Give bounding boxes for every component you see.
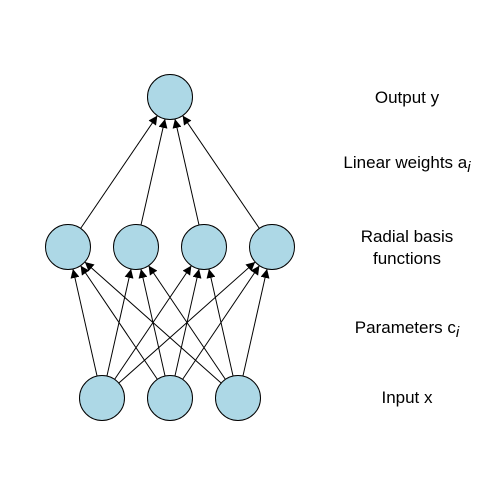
edge-input-3-to-rbf-4 [242,268,270,377]
edge-rbf-4-to-output [182,115,260,229]
input-node-3 [215,375,261,421]
edge-input-3-to-rbf-1 [84,261,222,384]
edge-rbf-1-to-output [80,115,158,229]
parameters-subscript: i [456,324,460,341]
output-node [147,74,193,120]
output-label: Output y [375,88,440,107]
parameters-label: Parameters ci [355,318,460,341]
nodes-group [45,74,295,421]
input-node-1 [79,375,125,421]
radial-basis-label-line2: functions [373,249,441,268]
edge-input-1-to-rbf-1 [70,268,98,377]
input-label: Input x [381,388,433,407]
rbf-node-1 [45,224,91,270]
edge-input-3-to-rbf-3 [206,268,234,377]
radial-basis-label-line1: Radial basis [361,227,454,246]
layer-labels: Output y Linear weights ai Radial basis … [343,88,471,407]
input-node-2 [147,375,193,421]
rbf-node-2 [113,224,159,270]
edges-group [70,115,270,384]
edge-input-3-to-rbf-2 [148,265,226,380]
rbf-node-3 [181,224,227,270]
linear-weights-label: Linear weights ai [343,153,471,176]
edge-input-2-to-rbf-1 [80,265,158,380]
linear-weights-subscript: i [467,159,471,176]
rbf-node-4 [249,224,295,270]
edge-rbf-3-to-output [172,118,200,226]
edge-rbf-2-to-output [140,118,168,226]
